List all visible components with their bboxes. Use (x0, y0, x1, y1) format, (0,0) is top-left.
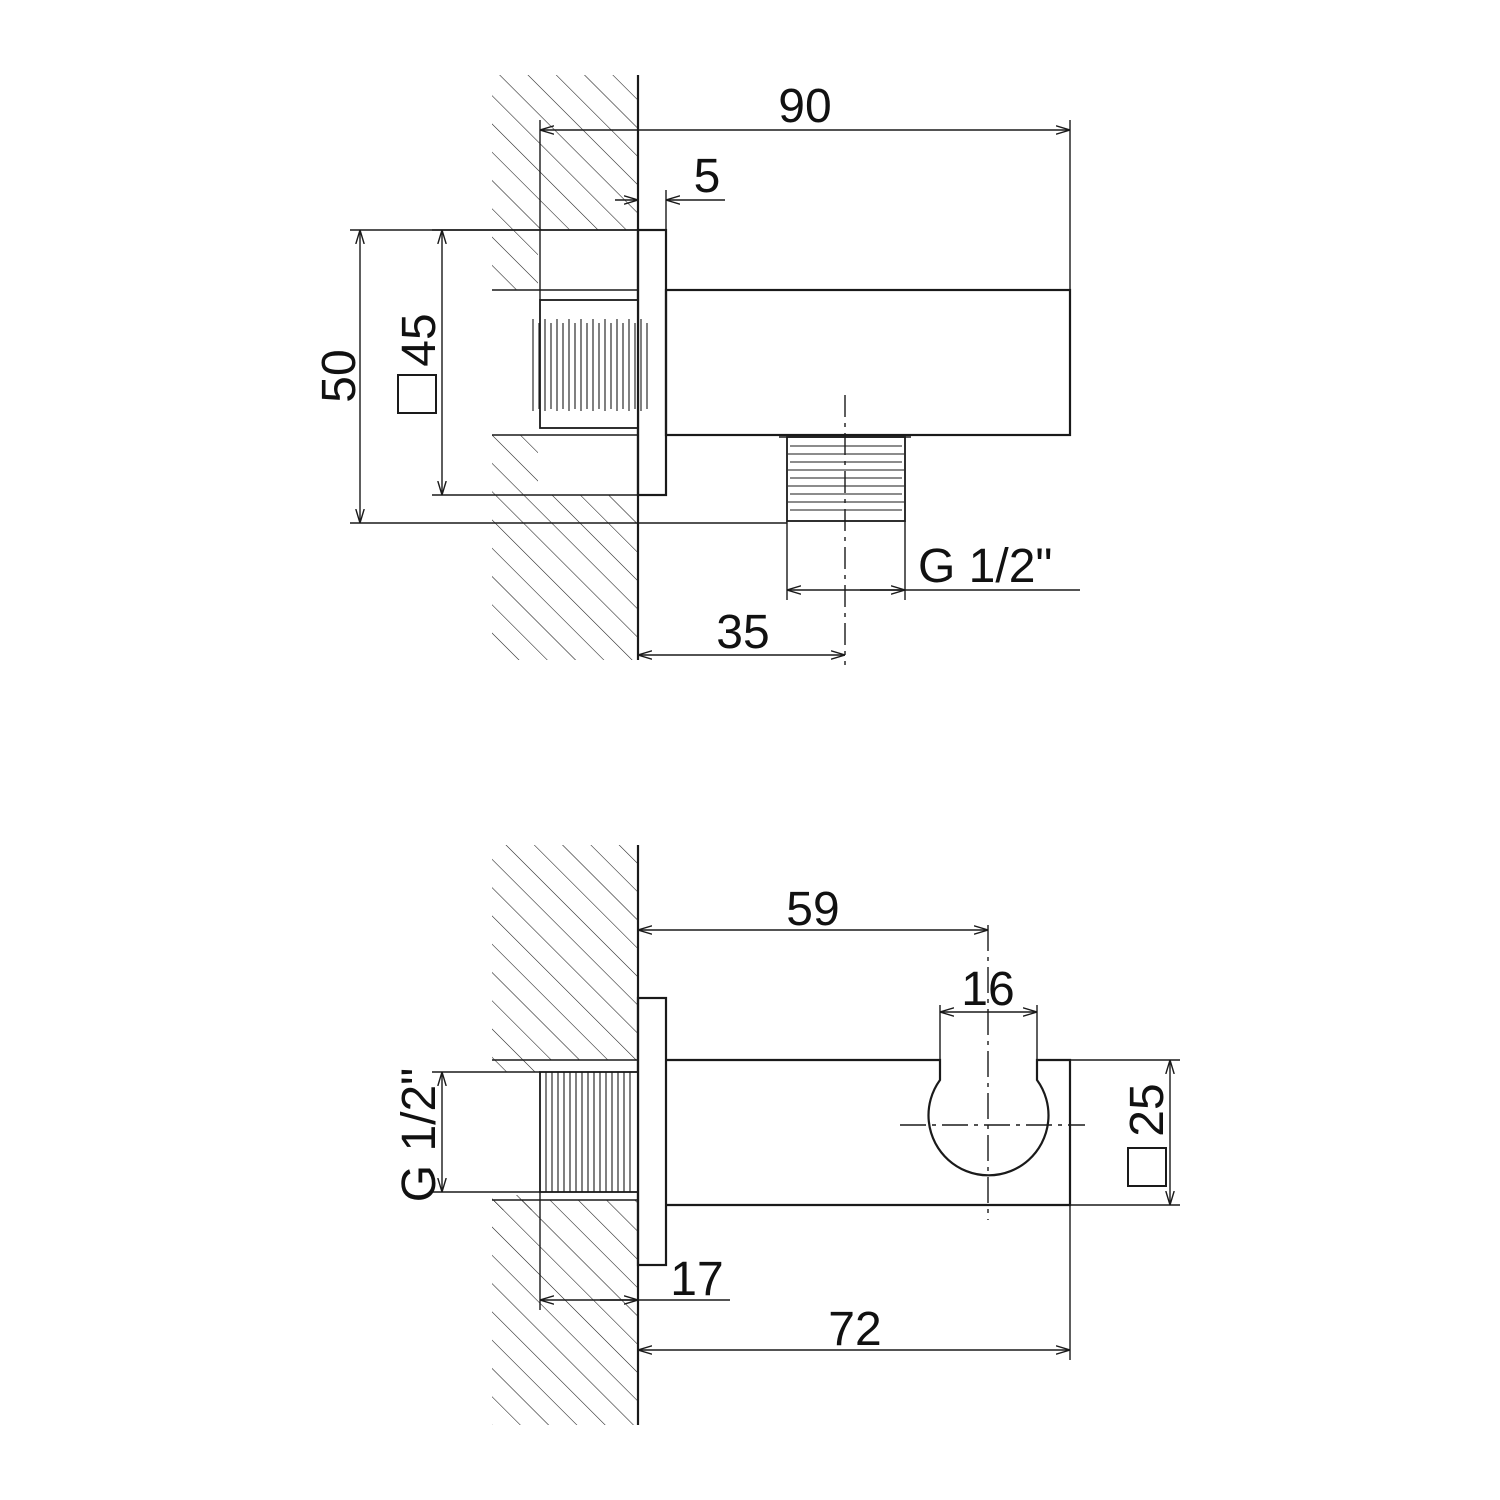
dimension-thread-top: G 1/2" (786, 521, 1080, 600)
dimension-35: 35 (638, 606, 845, 659)
dim-label-50: 50 (313, 349, 366, 402)
outlet-thread-top (779, 395, 911, 665)
flange-top (636, 228, 668, 497)
dimension-square-25: 25 (1070, 1059, 1180, 1206)
wall-thread-top (532, 299, 648, 429)
dimension-square-45: 45 (393, 229, 666, 496)
dimension-16: 16 (939, 963, 1038, 1060)
top-view: 90 5 50 45 G 1 (313, 75, 1080, 665)
holder-centerlines (900, 925, 1085, 1220)
dimension-72: 72 (638, 1205, 1071, 1360)
body-top (664, 288, 1072, 437)
dim-label-25: 25 (1121, 1083, 1174, 1136)
dim-label-5: 5 (694, 150, 721, 203)
dim-label-17: 17 (670, 1253, 723, 1306)
wall-thread-bottom (539, 1071, 639, 1193)
dim-label-thread-bottom: G 1/2" (393, 1068, 446, 1202)
body-bottom (666, 1058, 1072, 1207)
dim-label-72: 72 (828, 1303, 881, 1356)
dim-label-35: 35 (716, 606, 769, 659)
dimension-5: 5 (615, 150, 725, 230)
dimension-90: 90 (539, 80, 1071, 300)
dim-label-90: 90 (778, 80, 831, 133)
dimension-thread-bottom: G 1/2" (393, 1068, 540, 1202)
dim-label-thread-top: G 1/2" (918, 540, 1052, 593)
flange-bottom (636, 996, 668, 1267)
wall-section-bottom (492, 845, 640, 1425)
bottom-view: 59 16 25 G 1/2" 17 (393, 845, 1180, 1425)
dim-label-45: 45 (393, 313, 446, 366)
dim-label-59: 59 (786, 883, 839, 936)
square-section-icon (1127, 1147, 1167, 1187)
dim-label-16: 16 (961, 963, 1014, 1016)
dimension-17: 17 (539, 1192, 730, 1310)
square-section-icon (397, 374, 437, 414)
dimension-59: 59 (638, 883, 988, 936)
